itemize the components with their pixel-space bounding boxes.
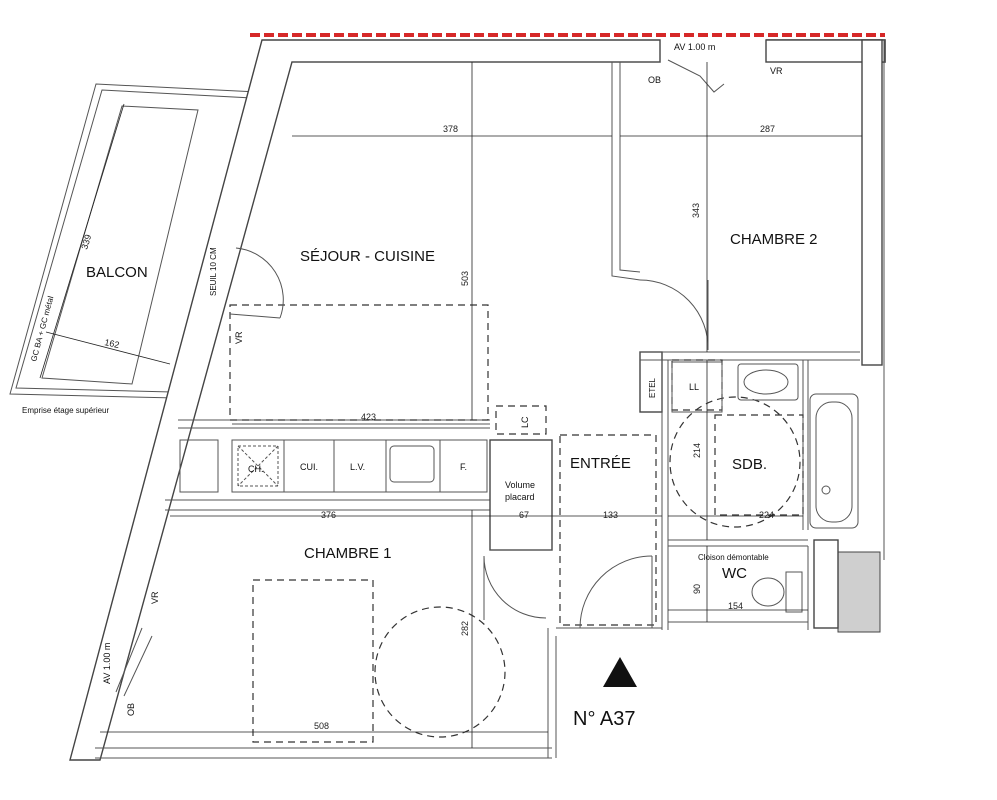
exterior-walls bbox=[69, 39, 886, 761]
label-lc: LC bbox=[520, 416, 530, 428]
interior-walls bbox=[165, 62, 881, 633]
label-av-top: AV 1.00 m bbox=[674, 42, 715, 52]
dashed-zones bbox=[229, 304, 804, 743]
dim-133: 133 bbox=[603, 510, 618, 520]
label-emprise: Emprise étage supérieur bbox=[22, 406, 109, 415]
unit-marker-icon bbox=[603, 657, 637, 687]
label-lv: L.V. bbox=[350, 462, 365, 472]
label-volume: Volume bbox=[505, 480, 535, 490]
label-etel: ETEL bbox=[648, 377, 657, 398]
label-av-left: AV 1.00 m bbox=[102, 643, 112, 684]
label-f: F. bbox=[460, 462, 467, 472]
room-label-chambre1: CHAMBRE 1 bbox=[304, 545, 392, 562]
dim-214: 214 bbox=[692, 443, 702, 458]
room-label-sdb: SDB. bbox=[732, 456, 767, 473]
dim-508: 508 bbox=[314, 721, 329, 731]
label-ob-left: OB bbox=[126, 703, 136, 716]
label-vr-balcony: VR bbox=[234, 331, 244, 344]
dim-287: 287 bbox=[760, 124, 775, 134]
label-ch: CH. bbox=[248, 464, 264, 474]
label-seuil: SEUIL 10 CM bbox=[209, 247, 218, 296]
dim-162: 162 bbox=[104, 337, 121, 350]
label-cloison: Cloison démontable bbox=[698, 553, 769, 562]
room-label-chambre2: CHAMBRE 2 bbox=[730, 231, 818, 248]
dim-67: 67 bbox=[519, 510, 529, 520]
unit-number: N° A37 bbox=[573, 708, 635, 730]
dim-376: 376 bbox=[321, 510, 336, 520]
dim-343: 343 bbox=[691, 203, 701, 218]
label-vr-top: VR bbox=[770, 66, 783, 76]
dim-378: 378 bbox=[443, 124, 458, 134]
label-placard: placard bbox=[505, 492, 535, 502]
dim-339: 339 bbox=[79, 233, 93, 250]
doors bbox=[115, 59, 725, 697]
dim-503: 503 bbox=[460, 271, 470, 286]
room-label-balcon: BALCON bbox=[86, 264, 148, 281]
room-label-sejour: SÉJOUR - CUISINE bbox=[300, 248, 435, 265]
room-label-entree: ENTRÉE bbox=[570, 455, 631, 472]
label-vr-left: VR bbox=[150, 591, 160, 604]
sanitary-fixtures bbox=[671, 361, 859, 613]
dim-154: 154 bbox=[728, 601, 743, 611]
label-ob-top: OB bbox=[648, 75, 661, 85]
label-ll: LL bbox=[689, 382, 699, 392]
dim-90: 90 bbox=[692, 584, 702, 594]
label-cui: CUI. bbox=[300, 462, 318, 472]
dim-423: 423 bbox=[361, 412, 376, 422]
dim-282: 282 bbox=[460, 621, 470, 636]
kitchen-counter bbox=[179, 439, 488, 493]
dimension-lines bbox=[100, 62, 862, 748]
dim-224: 224 bbox=[759, 510, 774, 520]
room-label-wc: WC bbox=[722, 565, 747, 582]
